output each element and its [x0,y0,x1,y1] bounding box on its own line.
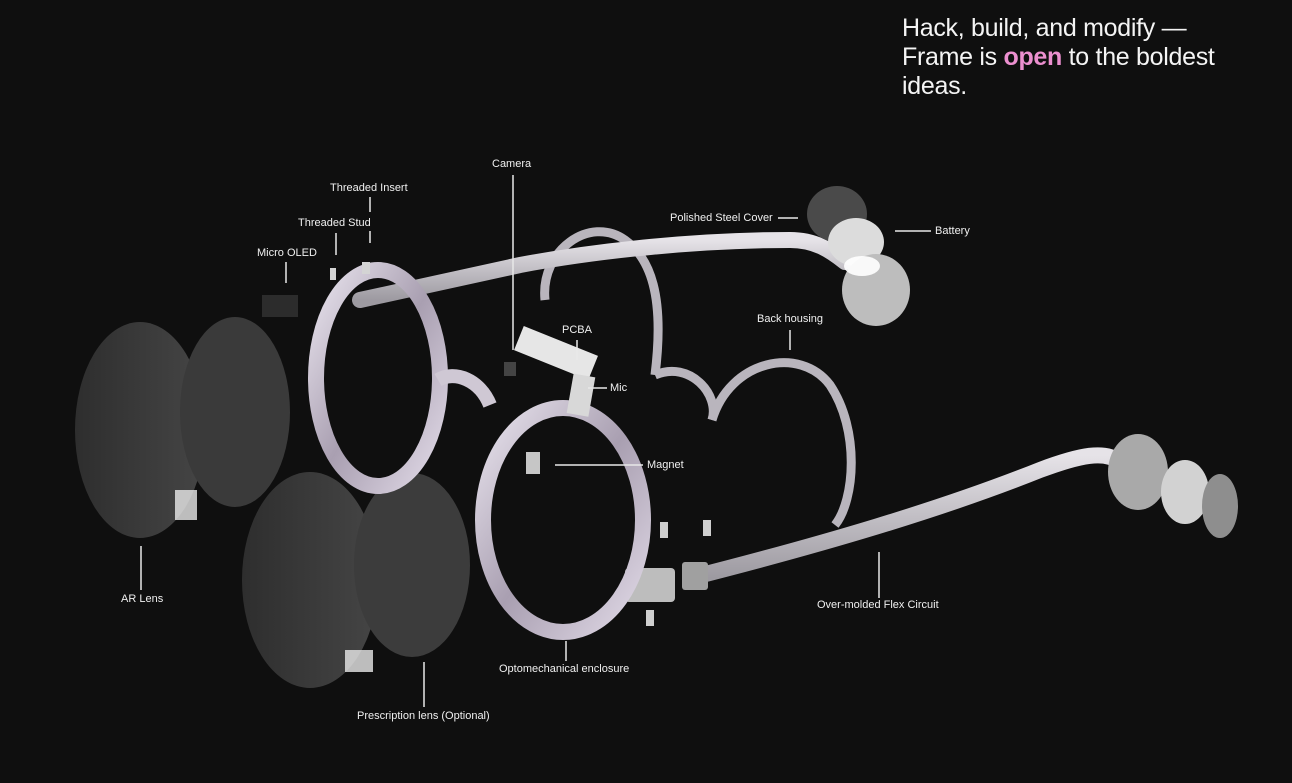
camera-part [504,362,516,376]
label-magnet: Magnet [647,459,684,471]
upper-temple-arm [352,231,853,308]
lower-temple-arm [625,434,1238,602]
front-rim-right [475,400,651,640]
label-mic: Mic [610,382,628,394]
ar-lens-left [75,317,290,538]
headline-line-2: Frame is open to the boldest [902,43,1262,72]
headline-accent-word: open [1003,43,1063,71]
label-ar-lens: AR Lens [121,593,164,605]
label-back-housing: Back housing [757,313,824,325]
label-optomechanical-enclosure: Optomechanical enclosure [499,663,630,675]
battery-assembly [807,186,910,326]
ar-lens-right [242,472,470,688]
label-pcba: PCBA [562,324,592,336]
label-polished-steel-cover: Polished Steel Cover [670,212,773,224]
label-camera: Camera [492,158,532,170]
label-micro-oled: Micro OLED [257,247,317,259]
headline-line-2-start: Frame is [902,43,1004,71]
label-battery: Battery [935,225,970,237]
label-threaded-insert: Threaded Insert [330,182,408,194]
leader-lines [140,175,931,707]
page-headline: Hack, build, and modify — Frame is open … [902,14,1262,101]
headline-line-3: ideas. [902,72,967,100]
label-over-molded-flex-circuit: Over-molded Flex Circuit [817,599,939,611]
label-prescription-lens: Prescription lens (Optional) [357,710,490,722]
micro-oled-part [262,295,298,317]
headline-line-2-end: to the boldest [1062,43,1215,71]
headline-line-1: Hack, build, and modify — [902,14,1187,42]
battery-cell [828,218,884,266]
bridge [434,369,497,409]
pcba-part [514,325,598,417]
magnet-part [526,452,540,474]
label-threaded-stud: Threaded Stud [298,217,371,229]
